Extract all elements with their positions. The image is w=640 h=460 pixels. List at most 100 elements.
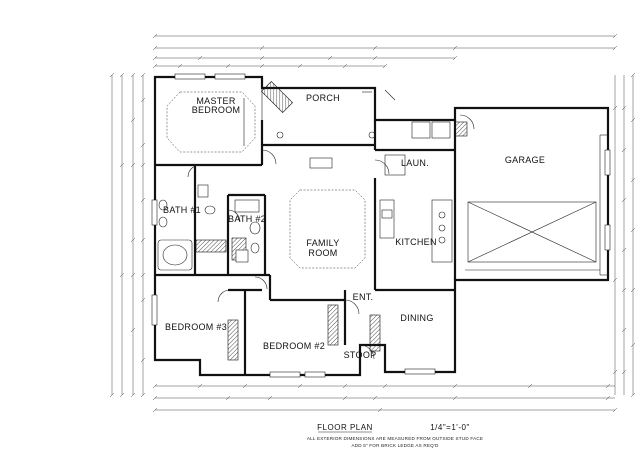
- left-dimension-lines: [109, 72, 146, 398]
- dimension-tick: [342, 383, 348, 389]
- dimension-tick: [452, 55, 458, 61]
- dimension-tick: [327, 55, 333, 61]
- dimension-tick: [382, 383, 388, 389]
- dimension-tick: [140, 237, 146, 243]
- dimension-tick: [130, 237, 136, 243]
- door-swings: [187, 114, 475, 360]
- dimension-tick: [197, 55, 203, 61]
- dimension-tick: [267, 395, 273, 401]
- dimension-tick: [377, 407, 383, 413]
- dimension-tick: [630, 177, 636, 183]
- plan-note-line1: ALL EXTERIOR DIMENSIONS ARE MEASURED FRO…: [307, 436, 483, 441]
- dimension-tick: [630, 117, 636, 123]
- dimension-tick: [152, 407, 158, 413]
- room-label-bedroom2: BEDROOM #2: [263, 341, 325, 351]
- dimension-tick: [242, 383, 248, 389]
- dimension-tick: [152, 55, 158, 61]
- bottom-dimension-lines: [152, 383, 618, 413]
- dimension-tick: [621, 369, 627, 375]
- kitchen-fixtures: [379, 121, 453, 263]
- top-dimension-lines: [152, 33, 618, 69]
- dimension-tick: [259, 55, 265, 61]
- dimension-tick: [621, 147, 627, 153]
- dimension-tick: [342, 63, 348, 69]
- dimension-tick: [452, 395, 458, 401]
- right-dimension-lines: [612, 72, 636, 398]
- room-label-stoop: STOOP: [344, 350, 377, 360]
- dimension-tick: [452, 45, 458, 51]
- master-tray-ceiling: [166, 91, 256, 153]
- room-label-bath2: BATH #2: [228, 214, 266, 224]
- room-label-entry: ENT.: [353, 292, 374, 302]
- dimension-tick: [605, 383, 611, 389]
- room-label-kitchen: KITCHEN: [395, 237, 437, 247]
- room-label-master-2: BEDROOM: [192, 105, 241, 115]
- dimension-tick: [140, 297, 146, 303]
- dimension-tick: [612, 369, 618, 375]
- dimension-tick: [297, 383, 303, 389]
- dimension-tick: [621, 327, 627, 333]
- dimension-tick: [527, 383, 533, 389]
- dimension-tick: [621, 247, 627, 253]
- dimension-tick: [372, 45, 378, 51]
- room-label-bedroom3: BEDROOM #3: [165, 322, 227, 332]
- dimension-tick: [152, 45, 158, 51]
- dimension-tick: [382, 63, 388, 69]
- dimension-tick: [130, 392, 136, 398]
- dimension-tick: [119, 272, 125, 278]
- dimension-tick: [612, 33, 618, 39]
- room-label-laundry: LAUN.: [401, 158, 429, 168]
- dimension-tick: [605, 395, 611, 401]
- room-labels: MASTER BEDROOM PORCH BATH #1 BATH #2 FAM…: [163, 93, 545, 360]
- dimension-tick: [152, 33, 158, 39]
- room-label-family-1: FAMILY: [306, 238, 339, 248]
- dimension-tick: [140, 142, 146, 148]
- dimension-tick: [140, 197, 146, 203]
- dimension-tick: [119, 72, 125, 78]
- room-label-dining: DINING: [400, 313, 433, 323]
- dimension-tick: [109, 72, 115, 78]
- dimension-tick: [119, 162, 125, 168]
- dimension-tick: [140, 162, 146, 168]
- dimension-tick: [259, 63, 265, 69]
- dimension-tick: [130, 72, 136, 78]
- dimension-tick: [152, 383, 158, 389]
- dimension-tick: [452, 383, 458, 389]
- room-label-garage: GARAGE: [505, 155, 545, 165]
- dimension-tick: [130, 117, 136, 123]
- dimension-tick: [197, 383, 203, 389]
- dimension-tick: [621, 105, 627, 111]
- dimension-tick: [612, 105, 618, 111]
- hatched-walls: [195, 81, 468, 361]
- dimension-tick: [372, 395, 378, 401]
- dimension-tick: [119, 392, 125, 398]
- room-label-bath1: BATH #1: [163, 205, 201, 215]
- dimension-tick: [342, 395, 348, 401]
- dimension-tick: [130, 327, 136, 333]
- dimension-tick: [630, 287, 636, 293]
- dimension-tick: [612, 407, 618, 413]
- dimension-tick: [630, 392, 636, 398]
- room-label-master-1: MASTER: [196, 96, 236, 106]
- plan-title: FLOOR PLAN: [317, 423, 373, 432]
- dimension-tick: [630, 72, 636, 78]
- dimension-tick: [140, 97, 146, 103]
- family-tray-ceiling: [289, 157, 366, 269]
- dimension-tick: [109, 392, 115, 398]
- dimension-tick: [372, 55, 378, 61]
- room-label-family-2: ROOM: [308, 248, 337, 258]
- garage-features: [465, 134, 608, 276]
- dimension-tick: [130, 162, 136, 168]
- plan-caption: FLOOR PLAN 1/4"=1'-0" ALL EXTERIOR DIMEN…: [307, 423, 483, 448]
- interior-walls: [155, 120, 457, 375]
- dimension-tick: [621, 287, 627, 293]
- dimension-tick: [297, 63, 303, 69]
- dimension-tick: [140, 357, 146, 363]
- dimension-tick: [152, 63, 158, 69]
- windows: [151, 73, 611, 378]
- dimension-tick: [140, 72, 146, 78]
- porch-features: [276, 89, 396, 139]
- dimension-tick: [630, 227, 636, 233]
- dimension-tick: [152, 395, 158, 401]
